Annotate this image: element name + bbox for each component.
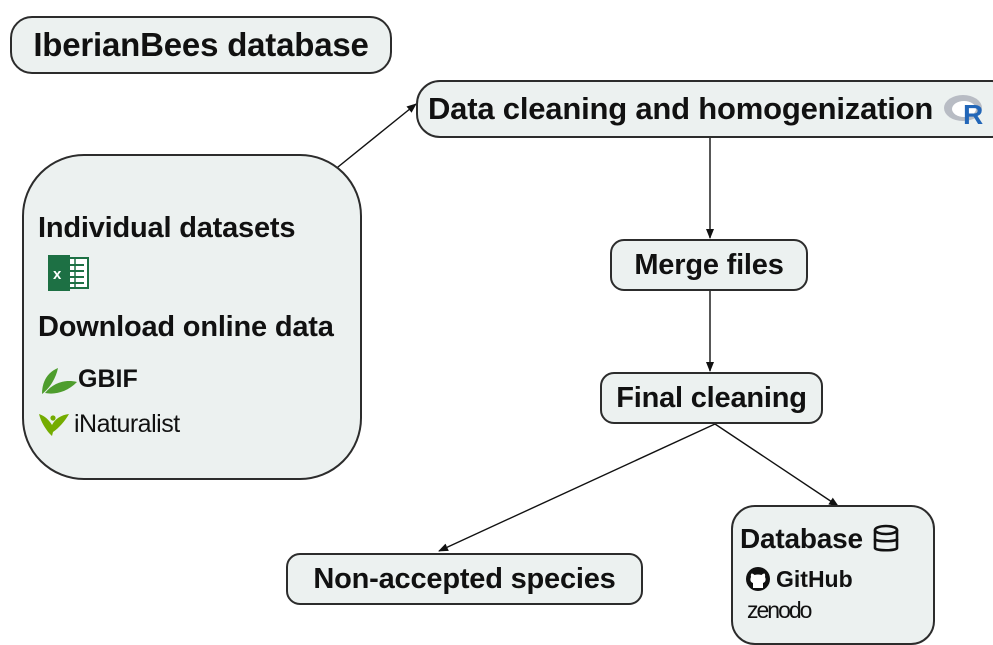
merge-node: Merge files: [610, 239, 808, 291]
diagram-title: IberianBees database: [33, 26, 369, 63]
r-logo-icon: R: [944, 95, 983, 127]
excel-icon: x: [48, 255, 89, 291]
non-accepted-node: Non-accepted species: [286, 553, 643, 605]
gbif-brand: GBIF: [36, 361, 138, 397]
merge-label: Merge files: [634, 248, 784, 281]
svg-text:x: x: [53, 266, 62, 283]
gbif-label: GBIF: [78, 364, 138, 393]
final-cleaning-label: Final cleaning: [616, 381, 807, 414]
database-label: Database: [740, 523, 863, 554]
arrow-final-to-database: [714, 423, 839, 507]
download-online-data-label: Download online data: [38, 311, 334, 343]
github-icon: [746, 567, 770, 591]
final-cleaning-node: Final cleaning: [600, 372, 823, 424]
individual-datasets-label: Individual datasets: [38, 212, 296, 244]
inaturalist-label: iNaturalist: [74, 409, 180, 438]
database-node: Database GitHub zenodo: [731, 505, 935, 645]
github-brand: GitHub: [744, 565, 853, 593]
title-node: IberianBees database: [10, 16, 392, 74]
database-heading: Database: [740, 523, 901, 555]
cleaning-label: Data cleaning and homogenization: [428, 91, 934, 126]
inaturalist-brand: iNaturalist: [36, 406, 180, 442]
arrow-final-to-nonaccepted: [438, 423, 716, 552]
sources-node: Individual datasets x Download online da…: [22, 154, 362, 480]
svg-text:R: R: [963, 99, 983, 127]
non-accepted-label: Non-accepted species: [313, 562, 616, 595]
database-icon: [873, 524, 899, 552]
inaturalist-bird-icon: [39, 414, 69, 436]
github-label: GitHub: [776, 565, 853, 592]
cleaning-node: Data cleaning and homogenization R: [416, 80, 993, 138]
gbif-logo-icon: [42, 368, 77, 394]
arrow-sources-to-cleaning: [332, 103, 417, 172]
zenodo-label: zenodo: [747, 597, 812, 623]
